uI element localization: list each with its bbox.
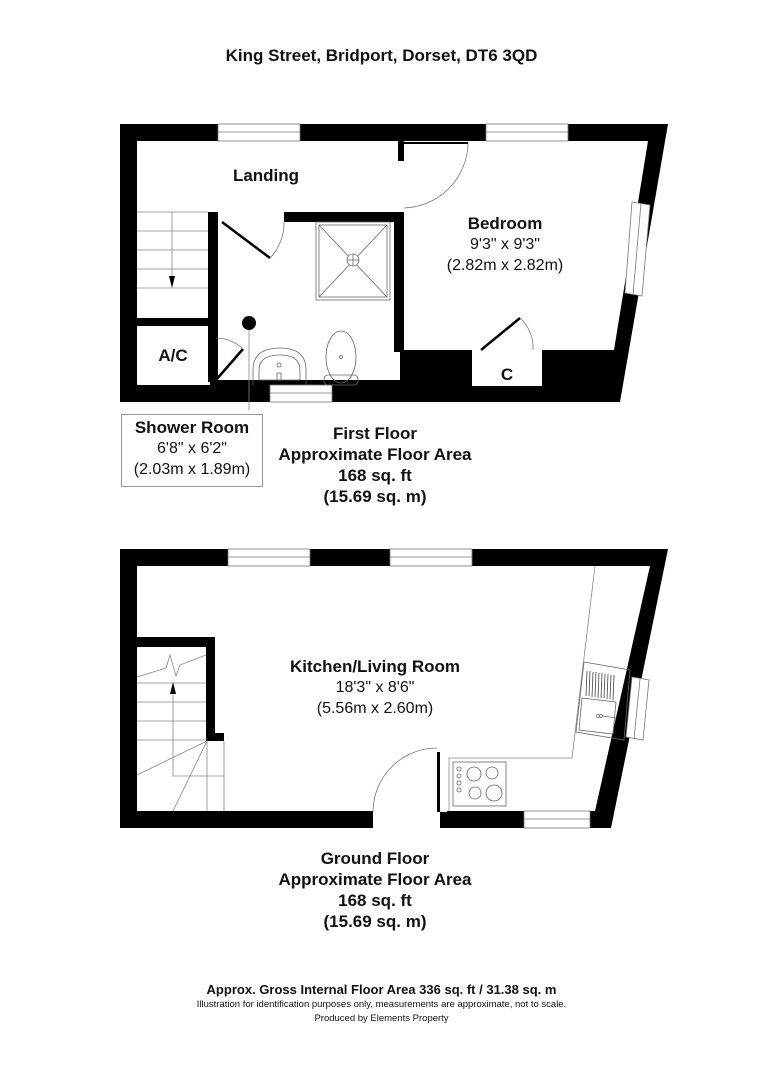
kitchen-worktop xyxy=(448,565,596,811)
ground-floor-summary: Ground Floor Approximate Floor Area 168 … xyxy=(240,848,510,932)
room-dim-metric: (2.03m x 1.89m) xyxy=(133,461,251,478)
ground-floor-outer-walls xyxy=(120,549,668,828)
shower-tray xyxy=(315,221,391,301)
room-label-kitchen-living: Kitchen/Living Room xyxy=(290,657,460,676)
window xyxy=(227,548,311,567)
stair-arrow-down-icon xyxy=(169,276,175,288)
floor-name: First Floor xyxy=(332,424,418,443)
room-dim-imperial: 9'3" x 9'3" xyxy=(470,236,540,253)
room-label-shower-room: Shower Room xyxy=(134,418,250,437)
sink xyxy=(575,661,631,741)
room-bedroom: Bedroom 9'3" x 9'3" (2.82m x 2.82m) xyxy=(420,213,590,276)
interior-wall xyxy=(137,318,217,326)
basin xyxy=(252,347,307,385)
floor-name: Ground Floor xyxy=(320,849,430,868)
interior-wall xyxy=(284,212,404,222)
hob xyxy=(452,761,507,807)
room-label-bedroom: Bedroom xyxy=(467,214,543,233)
room-dim-metric: (5.56m x 2.60m) xyxy=(316,700,434,717)
room-kitchen-living: Kitchen/Living Room 18'3" x 8'6" (5.56m … xyxy=(270,656,480,719)
door xyxy=(215,348,244,381)
interior-wall xyxy=(137,637,215,647)
window xyxy=(389,548,473,567)
staircase xyxy=(136,653,225,812)
room-label-landing: Landing xyxy=(232,166,300,185)
area-label: Approximate Floor Area xyxy=(278,870,472,889)
interior-wall xyxy=(394,212,404,352)
area-sqft: 168 sq. ft xyxy=(338,466,412,485)
page-title: King Street, Bridport, Dorset, DT6 3QD xyxy=(225,46,538,65)
gross-floor-area: Approx. Gross Internal Floor Area 336 sq… xyxy=(206,982,557,997)
window xyxy=(624,201,651,297)
window xyxy=(217,123,301,142)
door xyxy=(221,221,271,259)
stair-arrow-up-icon xyxy=(170,682,176,694)
window xyxy=(625,676,650,741)
area-sqft: 168 sq. ft xyxy=(338,891,412,910)
interior-wall xyxy=(208,212,218,382)
room-label-ac: A/C xyxy=(158,346,188,365)
door xyxy=(480,317,521,351)
room-dim-imperial: 6'8" x 6'2" xyxy=(157,440,227,457)
window xyxy=(269,384,333,403)
room-label-cupboard: C xyxy=(500,365,514,384)
first-floor-plan xyxy=(120,123,668,410)
area-sqm: (15.69 sq. m) xyxy=(323,487,427,506)
first-floor-summary: First Floor Approximate Floor Area 168 s… xyxy=(240,423,510,507)
room-dim-metric: (2.82m x 2.82m) xyxy=(446,257,564,274)
room-dim-imperial: 18'3" x 8'6" xyxy=(335,679,415,696)
disclaimer: Illustration for identification purposes… xyxy=(196,999,567,1010)
area-label: Approximate Floor Area xyxy=(278,445,472,464)
producer-credit: Produced by Elements Property xyxy=(314,1013,449,1024)
interior-wall xyxy=(206,637,215,733)
window xyxy=(485,123,569,142)
area-sqm: (15.69 sq. m) xyxy=(323,912,427,931)
room-shower-room: Shower Room 6'8" x 6'2" (2.03m x 1.89m) xyxy=(121,414,263,487)
ground-floor-plan xyxy=(120,548,668,830)
window xyxy=(523,810,591,829)
door-swing xyxy=(372,747,438,813)
cupboard xyxy=(472,356,542,386)
soil-pipe xyxy=(242,316,256,330)
toilet xyxy=(323,330,359,386)
door-swing xyxy=(403,141,469,209)
staircase xyxy=(137,211,208,289)
